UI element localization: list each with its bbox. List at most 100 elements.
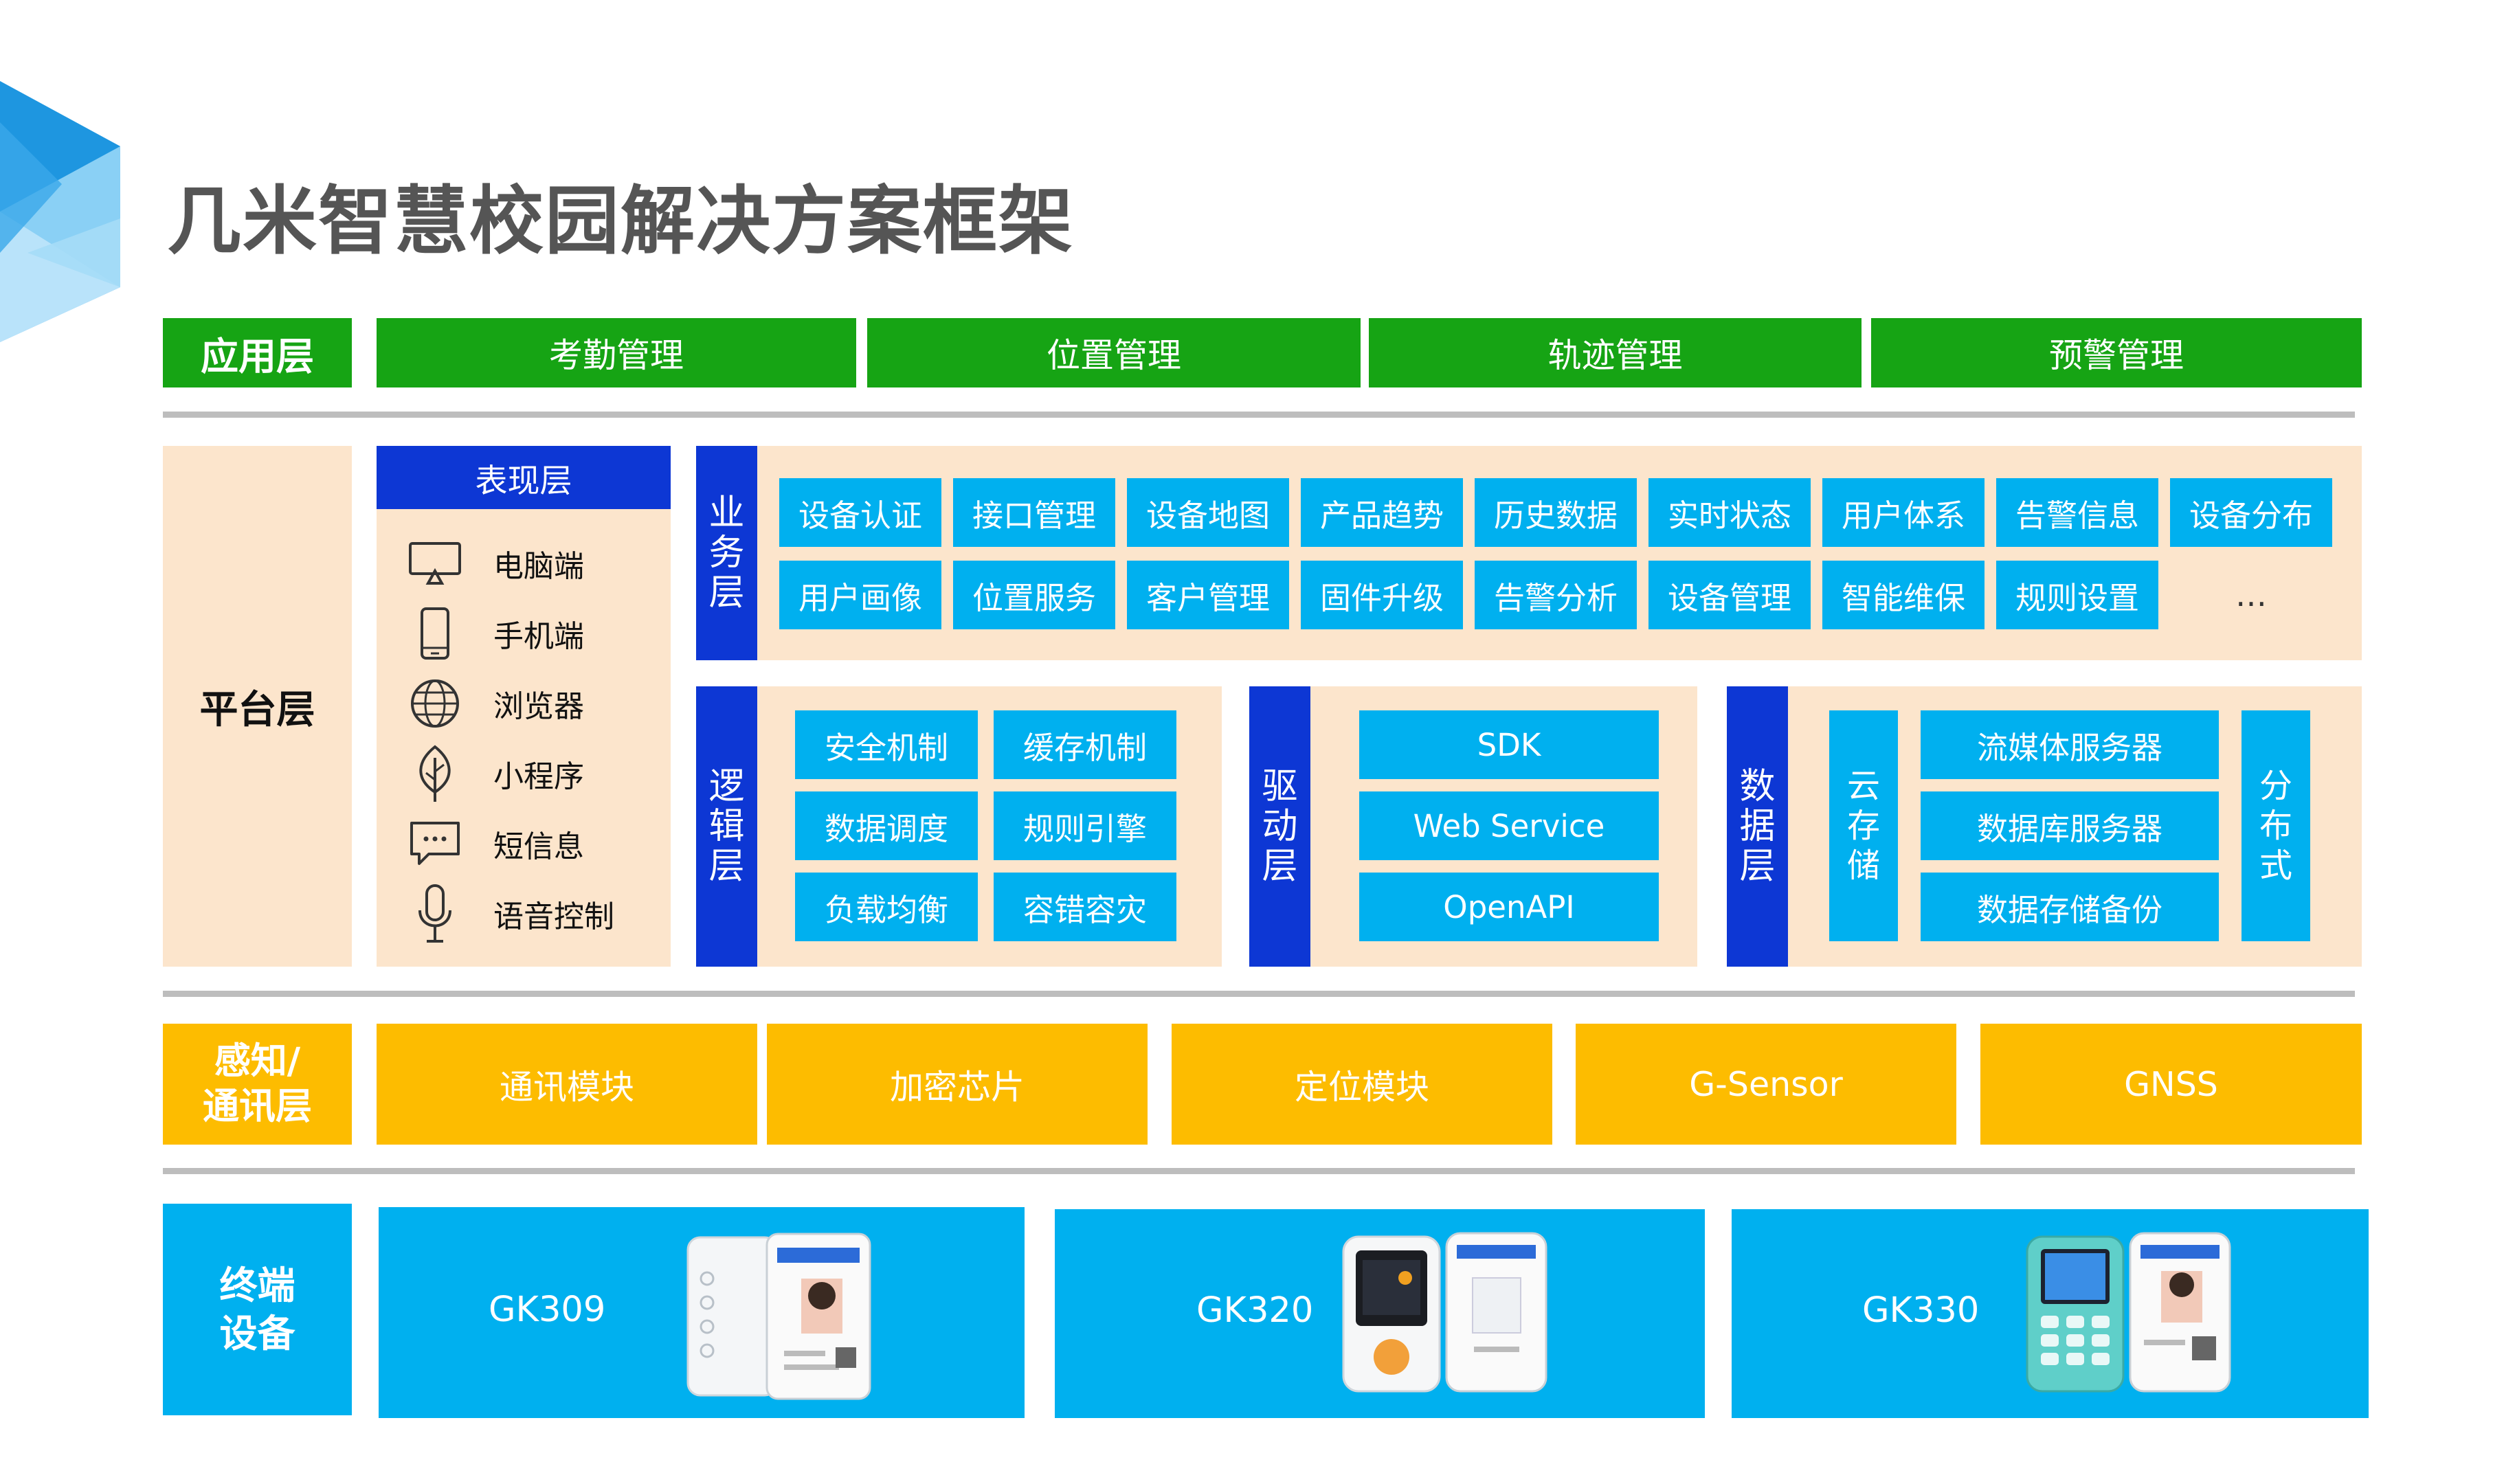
device-name: GK320	[1196, 1290, 1314, 1331]
device-image	[681, 1230, 887, 1402]
app-item-location[interactable]: 位置管理	[867, 318, 1361, 387]
label-char: 式	[2259, 846, 2292, 885]
sense-item-gnss[interactable]: GNSS	[1980, 1024, 2362, 1145]
driver-item-openapi[interactable]: OpenAPI	[1359, 873, 1659, 941]
sense-layer-label: 感知/ 通讯层	[163, 1024, 352, 1145]
logic-item[interactable]: 负载均衡	[795, 873, 978, 941]
driver-item-sdk[interactable]: SDK	[1359, 710, 1659, 779]
logic-item[interactable]: 安全机制	[795, 710, 978, 779]
presentation-item-label: 短信息	[493, 829, 584, 864]
business-item[interactable]: 位置服务	[953, 561, 1115, 629]
business-item[interactable]: 历史数据	[1475, 478, 1637, 547]
distributed[interactable]: 分 布 式	[2242, 710, 2310, 941]
label-char: 云	[1846, 767, 1880, 805]
driver-layer-label: 驱 动 层	[1249, 686, 1310, 967]
label-line: 设备	[219, 1312, 295, 1356]
business-item[interactable]: 设备管理	[1648, 561, 1811, 629]
business-more: …	[2235, 576, 2267, 614]
divider-3	[163, 1168, 2355, 1174]
data-item-streaming[interactable]: 流媒体服务器	[1921, 710, 2219, 779]
label-char: 数	[1739, 766, 1776, 807]
label-char: 据	[1739, 806, 1776, 847]
label-line: 终端	[219, 1263, 295, 1307]
logic-layer-label: 逻 辑 层	[696, 686, 757, 967]
label-char: 动	[1262, 806, 1298, 847]
business-item[interactable]: 告警信息	[1996, 478, 2158, 547]
label-char: 辑	[708, 806, 745, 847]
device-name: GK330	[1862, 1290, 1980, 1331]
label-char: 层	[708, 572, 745, 614]
data-item-database[interactable]: 数据库服务器	[1921, 791, 2219, 860]
device-name: GK309	[489, 1290, 606, 1330]
app-item-alert[interactable]: 预警管理	[1871, 318, 2362, 387]
label-line: 感知/	[214, 1040, 301, 1082]
data-item-backup[interactable]: 数据存储备份	[1921, 873, 2219, 941]
device-card-gk309[interactable]: GK309	[379, 1207, 1025, 1418]
label-char: 存	[1846, 807, 1880, 845]
presentation-panel: 表现层 电脑端 手机端 浏览器 小程序 短信息 语音控制	[377, 446, 671, 967]
presentation-item-label: 手机端	[493, 619, 584, 654]
business-item[interactable]: 告警分析	[1475, 561, 1637, 629]
label-char: 储	[1846, 846, 1880, 885]
label-char: 布	[2259, 807, 2292, 845]
sense-item-gsensor[interactable]: G-Sensor	[1576, 1024, 1956, 1145]
business-item[interactable]: 接口管理	[953, 478, 1115, 547]
app-item-attendance[interactable]: 考勤管理	[377, 318, 856, 387]
presentation-item-label: 小程序	[493, 759, 584, 794]
label-line: 通讯层	[203, 1086, 312, 1127]
globe-icon	[409, 677, 461, 730]
platform-layer-label: 平台层	[163, 446, 352, 967]
presentation-item-miniprogram[interactable]: 小程序	[377, 742, 671, 805]
presentation-item-pc[interactable]: 电脑端	[377, 532, 671, 595]
presentation-item-sms[interactable]: 短信息	[377, 812, 671, 875]
presentation-item-browser[interactable]: 浏览器	[377, 672, 671, 735]
sense-item-positioning[interactable]: 定位模块	[1172, 1024, 1552, 1145]
business-item[interactable]: 设备分布	[2170, 478, 2332, 547]
corner-decoration	[0, 81, 120, 342]
presentation-item-label: 浏览器	[493, 689, 584, 724]
presentation-item-mobile[interactable]: 手机端	[377, 602, 671, 665]
microphone-icon	[414, 883, 456, 945]
business-layer-label: 业 务 层	[696, 446, 757, 660]
business-item[interactable]: 实时状态	[1648, 478, 1811, 547]
business-item[interactable]: 智能维保	[1822, 561, 1985, 629]
device-image	[1337, 1230, 1556, 1402]
business-item[interactable]: 客户管理	[1127, 561, 1289, 629]
driver-item-webservice[interactable]: Web Service	[1359, 791, 1659, 860]
label-char: 业	[708, 493, 745, 534]
label-char: 逻	[708, 766, 745, 807]
app-layer-label: 应用层	[163, 318, 352, 387]
label-char: 层	[1262, 846, 1298, 887]
data-layer-label: 数 据 层	[1727, 686, 1788, 967]
sense-item-crypto[interactable]: 加密芯片	[767, 1024, 1148, 1145]
phone-icon	[418, 607, 452, 660]
logic-item[interactable]: 数据调度	[795, 791, 978, 860]
business-item[interactable]: 设备地图	[1127, 478, 1289, 547]
presentation-title: 表现层	[377, 446, 671, 509]
page-title: 几米智慧校园解决方案框架	[167, 179, 1075, 265]
sense-item-comm[interactable]: 通讯模块	[377, 1024, 757, 1145]
cloud-storage[interactable]: 云 存 储	[1829, 710, 1898, 941]
business-item[interactable]: 产品趋势	[1301, 478, 1463, 547]
business-item[interactable]: 用户画像	[779, 561, 941, 629]
logic-item[interactable]: 容错容灾	[994, 873, 1176, 941]
leaf-icon	[411, 744, 459, 803]
device-image	[2020, 1230, 2240, 1402]
divider-2	[163, 991, 2355, 997]
label-char: 层	[1739, 846, 1776, 887]
logic-item[interactable]: 缓存机制	[994, 710, 1176, 779]
business-item[interactable]: 规则设置	[1996, 561, 2158, 629]
business-item[interactable]: 用户体系	[1822, 478, 1985, 547]
business-item[interactable]: 设备认证	[779, 478, 941, 547]
business-item[interactable]: 固件升级	[1301, 561, 1463, 629]
label-char: 层	[708, 846, 745, 887]
divider-1	[163, 412, 2355, 418]
presentation-item-voice[interactable]: 语音控制	[377, 882, 671, 945]
device-card-gk330[interactable]: GK330	[1732, 1209, 2369, 1418]
device-card-gk320[interactable]: GK320	[1055, 1209, 1705, 1418]
presentation-item-label: 语音控制	[493, 899, 614, 934]
logic-item[interactable]: 规则引擎	[994, 791, 1176, 860]
terminal-layer-label: 终端 设备	[163, 1204, 352, 1415]
monitor-icon	[407, 541, 462, 586]
app-item-track[interactable]: 轨迹管理	[1369, 318, 1862, 387]
